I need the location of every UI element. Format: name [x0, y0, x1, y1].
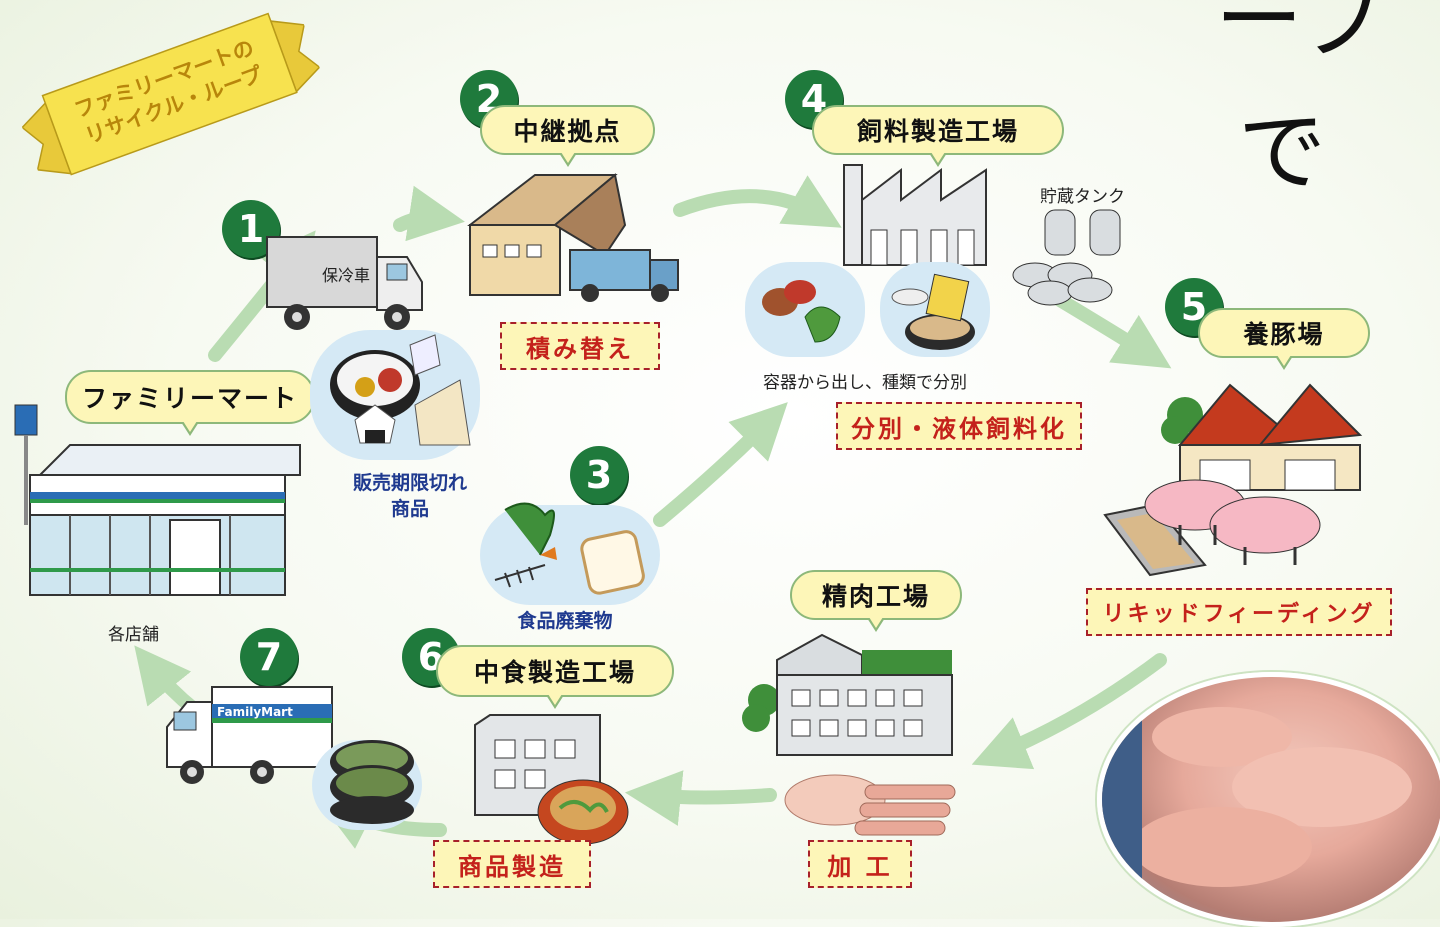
- expired-line-1: 販売期限切れ: [352, 472, 467, 494]
- relay-label: 中継拠点: [480, 105, 655, 167]
- sorted-food-illustration: [762, 273, 975, 350]
- relay-warehouse: [467, 173, 679, 302]
- pigs-feeding: [1103, 479, 1321, 577]
- deli-plant-process: 商品製造: [433, 840, 591, 888]
- heading-fragment-1: ープ: [1215, 0, 1386, 71]
- deli-plant-label: 中食製造工場: [436, 645, 674, 709]
- arrow-farm-to-meat: [971, 653, 1167, 770]
- pig-photo: [1097, 672, 1440, 927]
- arrow-meat-to-deli: [624, 770, 777, 826]
- deli-dish: [537, 779, 629, 845]
- meat-plant-label: 精肉工場: [790, 570, 962, 632]
- expired-goods-caption: 販売期限切れ 商品: [340, 470, 480, 522]
- refrigerated-truck: [266, 236, 423, 330]
- meat-plant-process: 加 工: [808, 840, 912, 888]
- title-ribbon: ファミリーマートの リサイクル・ループ: [10, 0, 330, 198]
- meat-products: [784, 774, 956, 836]
- ribbon-shape: [21, 12, 321, 176]
- step-3-badge: 3: [570, 446, 628, 504]
- feed-plant-label: 飼料製造工場: [812, 105, 1064, 167]
- expired-line-2: 商品: [390, 498, 429, 520]
- truck-body-text: 保冷車: [322, 266, 371, 285]
- meat-plant-building: [742, 633, 953, 756]
- store-building: FamilyMart: [14, 404, 301, 596]
- sorting-caption: 容器から出し、種類で分別: [763, 373, 967, 393]
- food-waste-illustration: [494, 502, 645, 595]
- heading-fragment-2: で: [1238, 100, 1327, 203]
- feed-plant-process: 分別・液体飼料化: [836, 402, 1082, 450]
- step-4-badge: 4: [785, 70, 843, 128]
- pig-farm-process: リキッドフィーディング: [1086, 588, 1392, 636]
- arrow-relay-to-feed: [673, 175, 842, 228]
- pig-photo-shapes: [1102, 707, 1412, 917]
- arrow-waste-to-feed: [653, 402, 788, 527]
- arrow-truck-to-relay: [393, 185, 465, 242]
- step-7-badge: 7: [240, 628, 298, 686]
- packed-meals: [330, 740, 414, 824]
- delivery-truck-text: FamilyMart: [217, 705, 293, 719]
- storage-tanks: [1012, 209, 1121, 306]
- expired-goods-illustration: [330, 334, 471, 446]
- store-label: ファミリーマート: [65, 370, 315, 436]
- storage-tank-label: 貯蔵タンク: [1040, 187, 1125, 207]
- delivery-truck: FamilyMart: [166, 686, 333, 784]
- arrow-feed-to-farm: [1053, 293, 1172, 369]
- pig-farm-label: 養豚場: [1198, 308, 1370, 370]
- feed-plant-building: [843, 164, 987, 266]
- store-caption: 各店舗: [108, 625, 159, 645]
- relay-process: 積み替え: [500, 322, 660, 370]
- food-waste-caption: 食品廃棄物: [517, 610, 613, 632]
